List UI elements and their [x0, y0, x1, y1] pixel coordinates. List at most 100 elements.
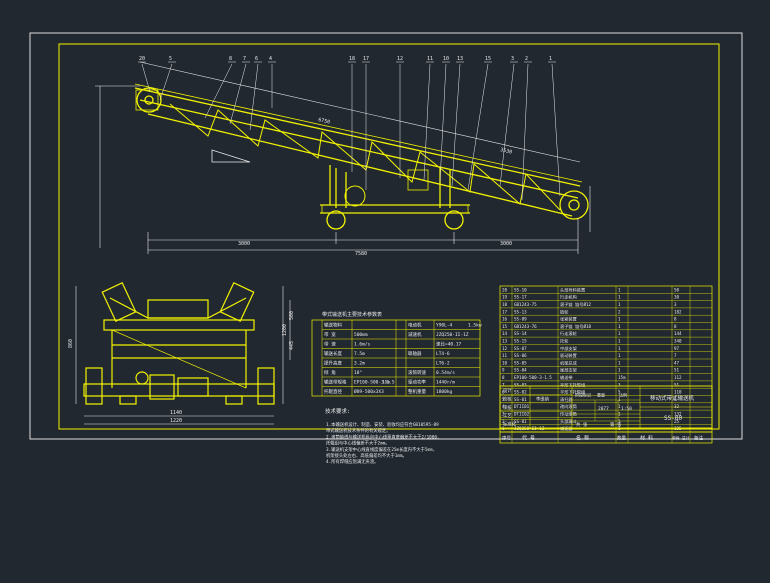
- spec-right-label: 驱动功率: [408, 379, 426, 386]
- bom-qty: 1: [618, 397, 621, 402]
- bom-code: SS-13: [514, 309, 527, 314]
- title-sheet-cell: 重量: [597, 392, 605, 398]
- spec-right-label: 联轴器: [408, 350, 422, 357]
- spec-left-extra: 15m: [382, 380, 390, 386]
- bom-code: SS-01: [514, 419, 527, 424]
- dim-line-belt: [139, 61, 581, 163]
- spec-left-label: 倾 角: [324, 369, 336, 376]
- title-designer: 李维纳: [536, 395, 549, 402]
- callout-label: 8: [229, 56, 232, 62]
- spec-right-value: LT6-2: [436, 361, 450, 367]
- callout-label: 12: [397, 56, 403, 62]
- spec-left-label: 输送带规格: [324, 379, 347, 386]
- spec-right-extra: 1.5kw: [468, 323, 482, 329]
- tech-notes-title: 技术要求:: [325, 407, 350, 415]
- bom-code: SS-02: [514, 390, 527, 395]
- bom-weight: 144: [674, 331, 682, 336]
- bom-qty: 1: [618, 353, 621, 358]
- spec-left-label: 带 速: [324, 342, 336, 348]
- bom-weight: 7: [674, 353, 677, 358]
- bom-weight: 3: [674, 302, 677, 307]
- spec-right-value: Y90L-4: [436, 323, 453, 329]
- title-row-label: 审核: [503, 404, 512, 411]
- bom-weight: 8: [674, 324, 677, 329]
- callout-label: 13: [457, 56, 463, 62]
- wing-idler-right: [219, 282, 255, 322]
- callout-leader: [467, 63, 489, 191]
- spec-left-label: 输送物料: [324, 322, 342, 329]
- callout-label: 6: [255, 56, 258, 62]
- callout-label: 11: [427, 56, 433, 62]
- spec-left-value: 3.2m: [354, 361, 365, 367]
- wheel-right: [444, 210, 464, 230]
- tech-note-line: 1.本输送机设计、制造、安装、验收均应符合GB10595-89: [326, 421, 439, 428]
- bom-code: GB1243-76: [514, 324, 537, 329]
- bom-weight: 97: [674, 346, 680, 351]
- callout-leader: [159, 63, 173, 101]
- tech-note-line: 4.所有焊缝应饱满无夹渣。: [326, 458, 378, 465]
- bom-qty: 1: [618, 317, 621, 322]
- bom-weight: 325: [674, 426, 682, 431]
- spec-right-label: 电动机: [408, 322, 422, 329]
- callout-leader: [141, 63, 151, 93]
- callout-leader: [249, 63, 259, 131]
- bom-code: DTII01: [514, 404, 530, 409]
- bom-code: SS-17: [514, 295, 527, 300]
- callout-leader: [229, 63, 247, 125]
- callout-leader: [423, 63, 431, 181]
- title-sheet-cell: 比例: [619, 392, 627, 398]
- title-row-label: 校核: [503, 395, 512, 402]
- bom-qty: 1: [618, 302, 621, 307]
- bom-weight: 8: [674, 317, 677, 322]
- dim-front-width-text: 1140: [170, 410, 182, 416]
- title-row-label: 工艺: [503, 413, 512, 419]
- spec-table-title: 带式输送机主要技术参数表: [322, 311, 382, 318]
- bom-no: 11: [502, 353, 508, 358]
- callout-label: 17: [363, 56, 369, 62]
- callout-label: 10: [443, 56, 449, 62]
- callout-label: 7: [243, 56, 246, 62]
- belt-line: [134, 83, 583, 183]
- wheel-left: [326, 210, 346, 230]
- callout-label: 5: [169, 56, 172, 62]
- center-idler: [147, 299, 209, 319]
- wheel-left-front: [85, 367, 103, 405]
- title-weight: 2077: [598, 406, 609, 412]
- dim-front-base-text: 1220: [170, 418, 182, 424]
- wheel-right-front: [257, 367, 275, 405]
- bom-no: 9: [502, 368, 505, 373]
- bom-qty: 1: [618, 331, 621, 336]
- tech-note-line: 托辊组与中心线偏差不大于2mm。: [326, 440, 390, 447]
- drive-unit: [407, 169, 429, 191]
- bom-weight: 112: [674, 375, 682, 380]
- bom-no: 19: [502, 295, 508, 300]
- bom-name: 平形下托辊组: [560, 381, 585, 388]
- bom-no: 16: [502, 317, 508, 322]
- truss-web-members: [169, 103, 561, 211]
- bom-code: SS-06: [514, 353, 527, 358]
- spec-left-label: 提升高度: [324, 360, 342, 367]
- bom-qty: 2: [618, 309, 621, 314]
- bom-weight: 340: [674, 339, 682, 344]
- bom-weight: 32: [674, 404, 680, 409]
- bom-weight: 51: [674, 382, 680, 387]
- bom-no: 1: [502, 426, 505, 431]
- dim-total-length: 7580: [355, 251, 367, 257]
- callout-leader: [551, 63, 561, 197]
- bom-name: 链轮: [560, 308, 569, 315]
- bom-weight: 47: [674, 360, 680, 365]
- callout-leader: [451, 63, 461, 187]
- tech-note-line: 带式输送机技术条件的有关规定。: [326, 427, 390, 434]
- spec-right-value: LT4-6: [436, 351, 450, 357]
- title-drawing-name: 移动式带式输送机: [650, 394, 695, 402]
- bom-no: 2: [502, 419, 505, 424]
- bom-name: 减速器: [560, 425, 573, 432]
- bom-qty: 1: [618, 339, 621, 344]
- wing-idler-left: [101, 282, 137, 322]
- callout-leader: [499, 63, 515, 187]
